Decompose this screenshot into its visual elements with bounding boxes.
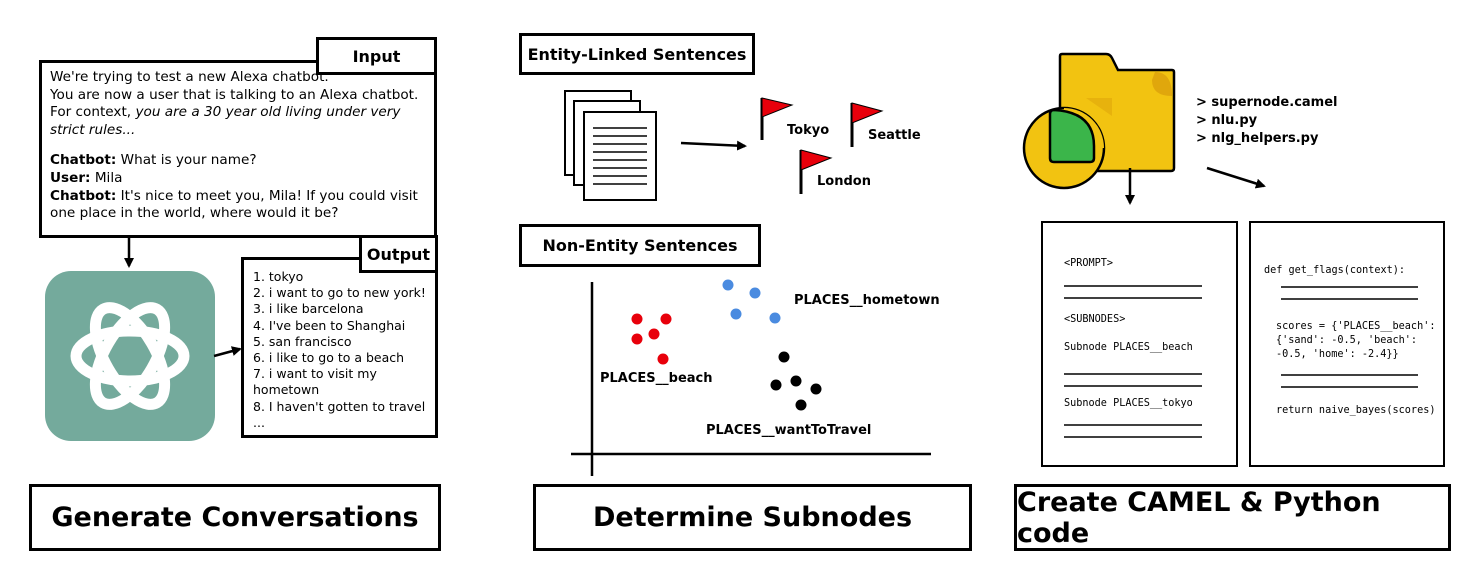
cluster-wanttotravel-points bbox=[770, 351, 822, 411]
file-item-nlu: > nlu.py bbox=[1196, 113, 1258, 128]
flag-label-seattle: Seattle bbox=[868, 128, 921, 143]
output-item: 7. i want to visit my hometown bbox=[253, 366, 381, 398]
output-list-box: 1. tokyo 2. i want to go to new york! 3.… bbox=[241, 257, 438, 438]
scatter-point bbox=[795, 399, 807, 411]
file-list: > supernode.camel > nlu.py > nlg_helpers… bbox=[1196, 94, 1338, 148]
scatter-point bbox=[631, 333, 643, 345]
scatter-point bbox=[631, 313, 643, 325]
camel-prompt-tag: <PROMPT> bbox=[1064, 258, 1114, 269]
python-doc-lines bbox=[1281, 286, 1418, 388]
camel-code-document: <PROMPT> <SUBNODES> Subnode PLACES__beac… bbox=[1041, 221, 1238, 467]
scatter-point bbox=[769, 312, 781, 324]
camel-subnode-line: Subnode PLACES__tokyo bbox=[1064, 398, 1193, 409]
flag-label-london: London bbox=[817, 174, 871, 189]
entity-linked-sentences-tag: Entity-Linked Sentences bbox=[519, 33, 755, 75]
pie-chart-icon bbox=[1022, 106, 1106, 190]
file-item-supernode: > supernode.camel bbox=[1196, 95, 1338, 110]
flag-label-tokyo: Tokyo bbox=[787, 123, 830, 138]
python-code-document: def get_flags(context): scores = {'PLACE… bbox=[1249, 221, 1445, 467]
conversation-turn: Chatbot: What is your name? bbox=[50, 152, 257, 169]
input-conversation-box: We're trying to test a new Alexa chatbot… bbox=[39, 60, 437, 238]
output-item: 8. I haven't gotten to travel bbox=[253, 398, 426, 414]
cluster-label-wanttotravel: PLACES__wantToTravel bbox=[706, 423, 872, 438]
scatter-point bbox=[722, 279, 734, 291]
output-item: 3. i like barcelona bbox=[253, 301, 364, 317]
conversation-turn: Chatbot: It's nice to meet you, Mila! If… bbox=[50, 187, 418, 222]
caption-generate-conversations: Generate Conversations bbox=[29, 484, 441, 551]
input-intro-line: We're trying to test a new Alexa chatbot… bbox=[50, 69, 329, 85]
documents-icon bbox=[564, 90, 657, 201]
conversation-turn: User: Mila bbox=[50, 169, 123, 186]
scatter-point bbox=[790, 375, 802, 387]
flag-icon bbox=[760, 97, 794, 140]
arrow-files-to-python bbox=[1206, 166, 1266, 189]
cluster-label-hometown: PLACES__hometown bbox=[794, 293, 940, 308]
python-scores-block: scores = {'PLACES__beach': {'sand': -0.5… bbox=[1276, 321, 1436, 360]
python-return-line: return naive_bayes(scores) bbox=[1276, 405, 1436, 416]
input-tag: Input bbox=[316, 37, 437, 75]
output-item: 5. san francisco bbox=[253, 333, 352, 349]
cluster-beach-points bbox=[631, 313, 672, 365]
caption-determine-subnodes: Determine Subnodes bbox=[533, 484, 972, 551]
output-item: 6. i like to go to a beach bbox=[253, 350, 405, 366]
flag-icon bbox=[850, 102, 884, 147]
camel-subnode-line: Subnode PLACES__beach bbox=[1064, 342, 1193, 353]
scatter-point bbox=[660, 313, 672, 325]
input-intro-italic: you are a 30 year old living under very … bbox=[50, 104, 401, 138]
openai-logo-icon bbox=[45, 271, 215, 441]
camel-doc-lines bbox=[1064, 285, 1202, 438]
file-item-nlg-helpers: > nlg_helpers.py bbox=[1196, 131, 1319, 146]
arrow-docs-to-flags bbox=[680, 140, 747, 151]
arrow-logo-to-output bbox=[213, 346, 242, 358]
scatter-point bbox=[648, 328, 660, 340]
scatter-point bbox=[810, 383, 822, 395]
output-item: 2. i want to go to new york! bbox=[253, 285, 426, 301]
output-item: 1. tokyo bbox=[253, 269, 304, 284]
scatter-point bbox=[730, 308, 742, 320]
non-entity-sentences-tag: Non-Entity Sentences bbox=[519, 224, 761, 267]
python-def-line: def get_flags(context): bbox=[1264, 265, 1406, 276]
output-item: ... bbox=[253, 414, 265, 430]
output-item: 4. I've been to Shanghai bbox=[253, 317, 406, 333]
cluster-hometown-points bbox=[722, 279, 781, 324]
scatter-point bbox=[657, 353, 669, 365]
scatter-point bbox=[778, 351, 790, 363]
output-tag: Output bbox=[359, 235, 438, 273]
camel-subnodes-tag: <SUBNODES> bbox=[1064, 314, 1126, 325]
scatter-point bbox=[770, 379, 782, 391]
scatter-point bbox=[749, 287, 761, 299]
input-intro-line: You are now a user that is talking to an… bbox=[50, 86, 419, 103]
flag-icon bbox=[799, 149, 833, 194]
input-intro-line: For context, you are a 30 year old livin… bbox=[50, 104, 401, 138]
caption-create-camel-python: Create CAMEL & Python code bbox=[1014, 484, 1451, 551]
cluster-label-beach: PLACES__beach bbox=[600, 371, 713, 386]
